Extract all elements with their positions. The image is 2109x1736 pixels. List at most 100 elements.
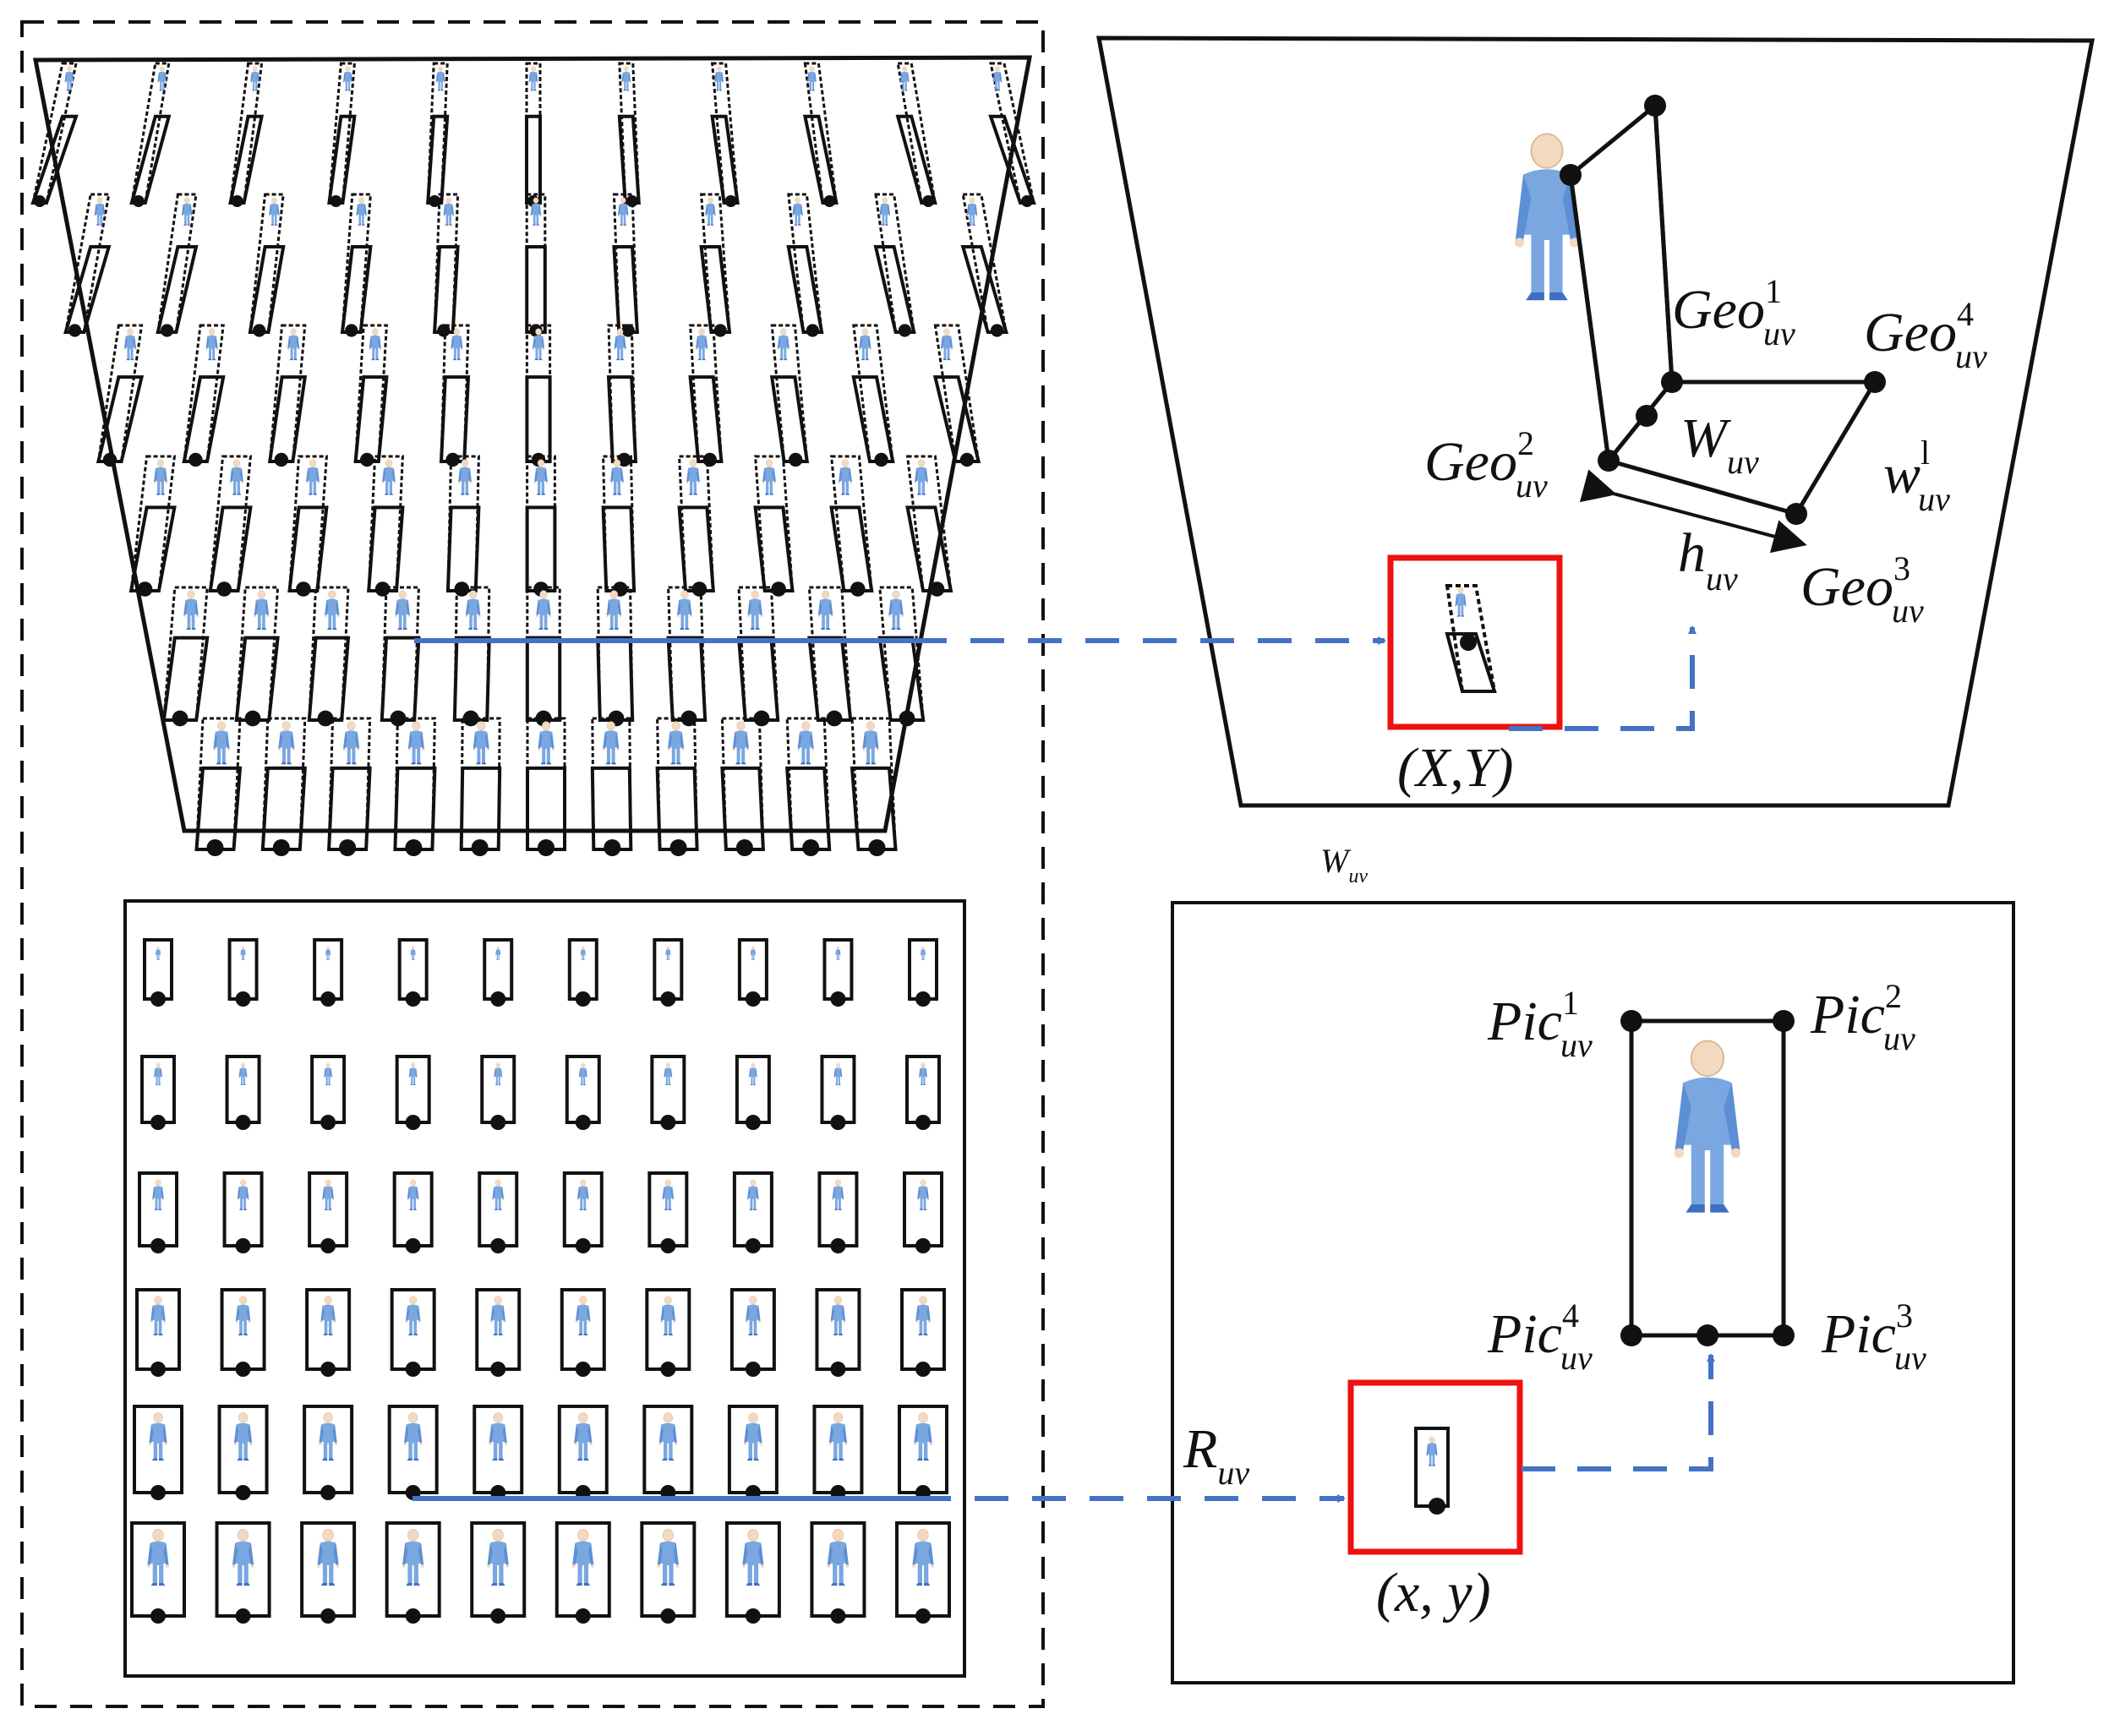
point-marker-icon <box>745 1238 761 1253</box>
h-dimension-arrow <box>1579 469 1807 554</box>
point-marker-icon <box>231 195 243 207</box>
person-icon <box>665 946 671 960</box>
grid-cell <box>807 586 853 727</box>
person-icon <box>64 66 74 91</box>
grid-cell <box>606 324 638 467</box>
grid-cell <box>724 1521 781 1624</box>
point-marker-icon <box>320 991 336 1007</box>
grid-cell <box>617 62 641 207</box>
person-icon <box>405 1296 422 1336</box>
person-icon <box>940 328 953 361</box>
point-marker-icon <box>575 1362 591 1377</box>
grid-cell <box>688 324 724 467</box>
person-icon <box>713 66 724 91</box>
grid-cell <box>310 1055 347 1130</box>
point-marker-icon <box>374 581 391 597</box>
point-marker-icon <box>660 1608 676 1624</box>
person-icon <box>918 1062 928 1086</box>
person-icon <box>833 1062 843 1086</box>
person-icon <box>576 1179 590 1211</box>
person-icon <box>342 721 360 765</box>
grid-cell <box>647 1171 689 1253</box>
point-marker-icon <box>437 324 451 337</box>
grid-cell <box>877 586 926 727</box>
grid-cell <box>161 586 210 727</box>
point-marker-icon <box>253 324 266 337</box>
grid-cell <box>225 1055 261 1130</box>
person-icon <box>676 590 693 631</box>
point-marker-icon <box>745 991 761 1007</box>
grid-cell <box>666 586 708 727</box>
person-icon <box>493 1062 503 1086</box>
grid-cell <box>227 938 259 1007</box>
source-person-icon <box>1414 1427 1450 1515</box>
grid-cell <box>260 717 307 856</box>
grid-cell <box>829 455 874 597</box>
person-icon <box>817 590 833 631</box>
person-icon <box>861 721 880 765</box>
point-marker-icon <box>235 1238 251 1253</box>
person-icon <box>879 197 891 227</box>
point-marker-icon <box>753 710 770 727</box>
person-icon <box>777 328 790 361</box>
grid-cell <box>735 1055 771 1130</box>
grid-cell <box>601 455 637 597</box>
person-icon <box>911 1528 935 1586</box>
person-icon <box>580 946 586 960</box>
grid-cell <box>133 1405 183 1500</box>
person-icon <box>472 721 490 765</box>
person-icon <box>1513 132 1581 302</box>
point-marker-icon <box>490 1362 506 1377</box>
point-marker-icon <box>680 710 697 727</box>
grid-cell <box>650 1055 686 1130</box>
grid-cell <box>426 62 450 207</box>
person-icon <box>148 1412 168 1461</box>
person-icon <box>403 1412 423 1461</box>
person-icon <box>827 1528 850 1586</box>
person-icon <box>316 1528 340 1586</box>
point-marker-icon <box>132 195 145 207</box>
person-icon <box>155 946 161 960</box>
grid-cell <box>525 193 547 337</box>
XY-label: (X,Y) <box>1397 737 1513 799</box>
grid-cell <box>710 62 740 207</box>
grid-cell <box>140 1055 176 1130</box>
point-marker-icon <box>745 1608 761 1624</box>
person-icon <box>796 721 815 765</box>
grid-cell <box>452 586 491 727</box>
point-marker-icon <box>575 1115 591 1130</box>
person-icon <box>233 1412 253 1461</box>
grid-cell <box>380 586 421 727</box>
person-icon <box>229 459 244 495</box>
point-marker-icon <box>604 839 621 856</box>
point-marker-icon <box>713 324 727 337</box>
person-icon <box>491 1179 505 1211</box>
person-icon <box>407 721 425 765</box>
grid-cell <box>820 1055 856 1130</box>
point-marker-icon <box>745 1115 761 1130</box>
point-marker-icon <box>172 710 188 727</box>
person-icon <box>916 1179 930 1211</box>
person-icon <box>741 1528 765 1586</box>
person-icon <box>575 1296 592 1336</box>
grid-cell <box>194 717 243 856</box>
grid-cell <box>557 1405 609 1500</box>
person-icon <box>621 66 631 91</box>
person-icon <box>435 66 445 91</box>
grid-cell <box>156 193 199 337</box>
point-marker-icon <box>150 1608 166 1624</box>
point-marker-icon <box>691 581 708 597</box>
left-dashed-panel <box>20 20 1045 1708</box>
point-marker-icon <box>137 581 153 597</box>
w-upper-label: Wuv <box>1680 407 1759 481</box>
point-marker-icon <box>915 1362 931 1377</box>
person-icon <box>410 946 416 960</box>
source-point-highlight <box>1347 1379 1523 1555</box>
person-icon <box>305 459 320 495</box>
person-icon <box>489 1296 506 1336</box>
point-marker-icon <box>445 452 460 467</box>
